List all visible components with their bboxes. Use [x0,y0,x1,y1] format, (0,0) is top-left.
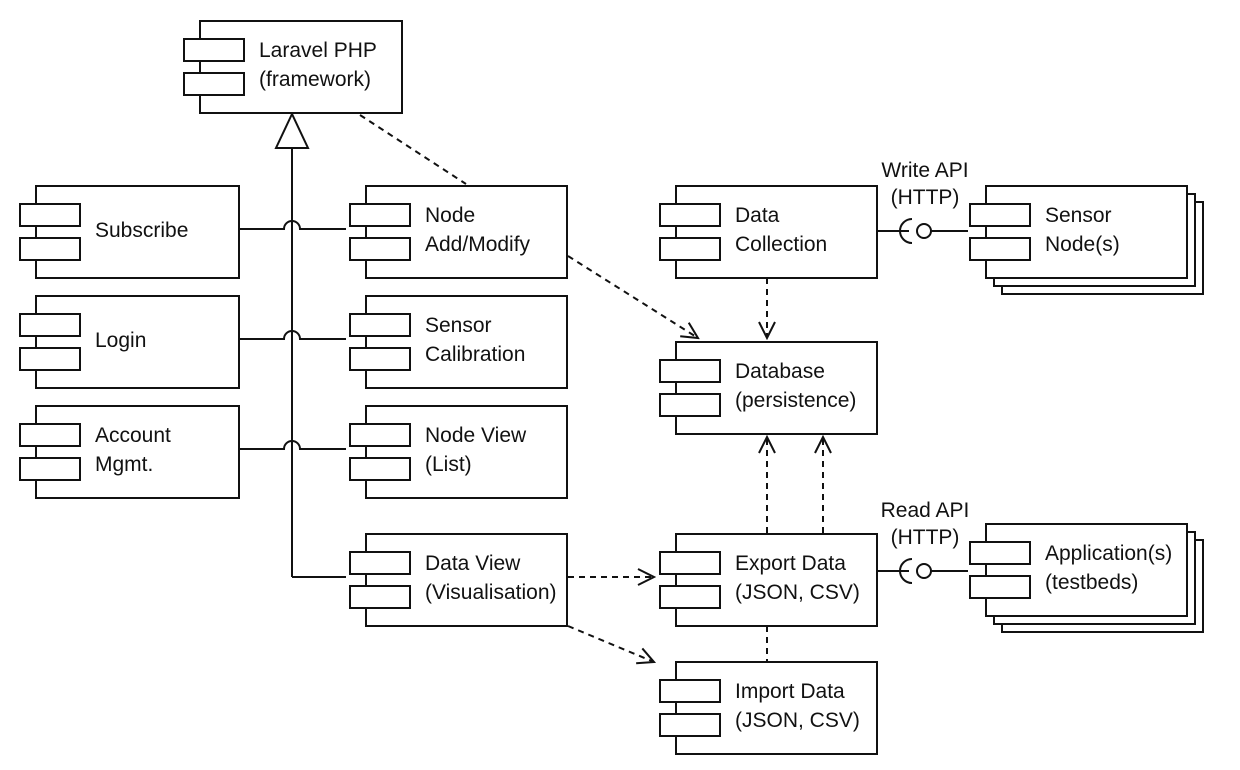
component-icon [349,423,411,447]
component-icon [349,347,411,371]
component-label: Export Data (JSON, CSV) [735,552,860,604]
component-label: Import Data (JSON, CSV) [735,680,860,732]
account-mgmt-component: Account Mgmt. [19,405,240,499]
component-icon [969,203,1031,227]
component-icon [659,585,721,609]
data-view-component: Data View (Visualisation) [349,533,568,627]
component-label: Application(s) (testbeds) [1045,542,1173,594]
generalization-connectors [238,111,346,578]
subscribe-component: Subscribe [19,185,240,279]
component-icon [183,72,245,96]
component-label: Laravel PHP (framework) [259,39,377,91]
component-icon [349,585,411,609]
component-icon [19,423,81,447]
login-component: Login [19,295,240,389]
component-label: Data View (Visualisation) [425,552,557,604]
component-icon [349,551,411,575]
component-icon [19,203,81,227]
component-label: Database (persistence) [735,360,857,412]
component-icon [659,551,721,575]
node-add-modify-component: Node Add/Modify [349,185,568,279]
component-icon [349,203,411,227]
component-icon [659,679,721,703]
interface-connectors [877,218,968,584]
component-label: Node Add/Modify [425,204,531,256]
sensor-nodes-component: Sensor Node(s) [969,185,1188,279]
component-icon [349,237,411,261]
component-icon [659,713,721,737]
component-label: Account Mgmt. [95,424,171,476]
component-label: Sensor Node(s) [1045,204,1120,256]
dependency-connectors [359,114,823,662]
component-icon [969,575,1031,599]
component-icon [349,457,411,481]
component-label: Node View (List) [425,424,527,476]
import-data-component: Import Data (JSON, CSV) [659,661,878,755]
export-data-component: Export Data (JSON, CSV) [659,533,878,627]
sensor-calibration-component: Sensor Calibration [349,295,568,389]
component-icon [659,359,721,383]
component-icon [659,203,721,227]
component-icon [183,38,245,62]
component-icon [19,347,81,371]
component-icon [19,457,81,481]
read-api-label: Read API (HTTP) [880,499,970,549]
data-collection-component: Data Collection [659,185,878,279]
component-icon [659,237,721,261]
component-label: Sensor Calibration [425,314,526,366]
laravel-component: Laravel PHP (framework) [183,20,403,114]
component-icon [969,541,1031,565]
component-icon [19,237,81,261]
component-label: Login [95,329,147,352]
node-view-component: Node View (List) [349,405,568,499]
applications-component: Application(s) (testbeds) [969,523,1188,617]
component-label: Data Collection [735,204,828,256]
component-icon [659,393,721,417]
component-icon [969,237,1031,261]
component-icon [349,313,411,337]
component-icon [19,313,81,337]
write-api-label: Write API (HTTP) [881,159,969,209]
component-label: Subscribe [95,219,189,242]
database-component: Database (persistence) [659,341,878,435]
